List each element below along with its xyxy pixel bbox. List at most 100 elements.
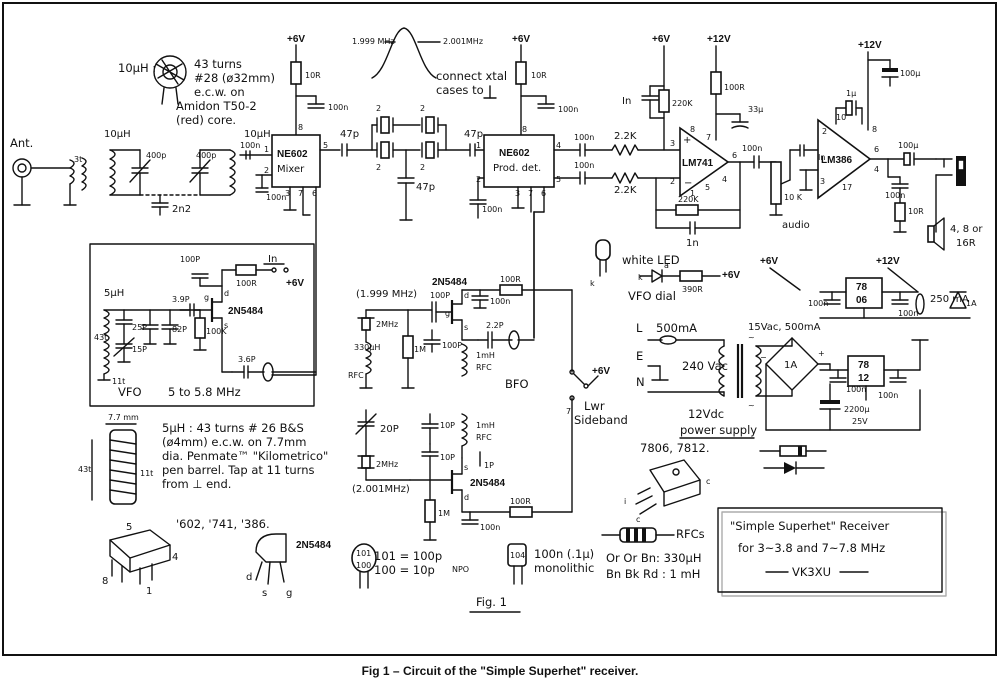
ic-package-sketch: 5 8 1 4 '602, '741, '386. xyxy=(102,517,270,597)
svg-text:3: 3 xyxy=(670,139,675,148)
svg-text:101 = 100p: 101 = 100p xyxy=(374,549,442,563)
svg-text:12Vdc: 12Vdc xyxy=(688,407,724,421)
svg-text:100n: 100n xyxy=(846,385,866,394)
svg-text:100n: 100n xyxy=(574,133,594,142)
svg-text:33µ: 33µ xyxy=(748,105,763,114)
svg-text:1mH: 1mH xyxy=(476,351,495,360)
svg-text:2: 2 xyxy=(376,104,381,113)
diagram-border xyxy=(2,2,997,656)
svg-text:250 mA: 250 mA xyxy=(930,294,969,305)
svg-text:"Simple Superhet" Receiver: "Simple Superhet" Receiver xyxy=(730,519,890,533)
svg-text:+6V: +6V xyxy=(652,34,670,45)
svg-text:1A: 1A xyxy=(784,360,797,371)
svg-text:RFC: RFC xyxy=(476,363,492,372)
svg-text:Ant.: Ant. xyxy=(10,136,33,150)
svg-text:7: 7 xyxy=(706,133,711,142)
svg-text:2: 2 xyxy=(376,163,381,172)
svg-text:RFC: RFC xyxy=(348,371,364,380)
svg-text:+6V: +6V xyxy=(512,34,530,45)
svg-text:400p: 400p xyxy=(146,151,166,160)
svg-text:12: 12 xyxy=(858,373,870,384)
svg-text:2n2: 2n2 xyxy=(172,204,191,215)
svg-text:2: 2 xyxy=(822,127,827,136)
svg-text:47p: 47p xyxy=(340,129,359,140)
crystal-filter: 47p 2 2 47p 2 2 47p xyxy=(319,27,507,221)
svg-text:100n: 100n xyxy=(878,391,898,400)
product-detector-ic: +6V 10R 100n NE602 Prod. det. 1 2 4 5 3 … xyxy=(469,34,578,339)
svg-text:3.6P: 3.6P xyxy=(238,355,256,364)
svg-text:(ø4mm) e.c.w. on 7.7mm: (ø4mm) e.c.w. on 7.7mm xyxy=(162,435,306,449)
svg-text:VK3XU: VK3XU xyxy=(792,565,831,579)
svg-text:2N5484: 2N5484 xyxy=(432,277,467,288)
svg-text:100R: 100R xyxy=(236,279,257,288)
svg-text:2200µ: 2200µ xyxy=(844,405,869,414)
svg-text:4: 4 xyxy=(874,165,879,174)
opamp-stage: 100n 2.2K 100n 2.2K LM741 3 2 + − 8 1 5 … xyxy=(553,34,763,249)
svg-text:11t: 11t xyxy=(140,469,153,478)
power-supply: +6V +12V 78 06 100n 100n 250 mA 1A 78 12 xyxy=(636,256,977,475)
svg-text:5: 5 xyxy=(705,183,710,192)
svg-text:100n: 100n xyxy=(574,161,594,170)
svg-text:+12V: +12V xyxy=(858,40,882,51)
svg-text:100 = 10p: 100 = 10p xyxy=(374,563,435,577)
svg-text:06: 06 xyxy=(856,295,868,306)
svg-text:100n: 100n xyxy=(885,191,905,200)
svg-text:d: d xyxy=(464,493,469,502)
svg-text:In: In xyxy=(818,153,825,162)
svg-text:1M: 1M xyxy=(438,509,450,518)
svg-text:d: d xyxy=(246,572,252,583)
svg-text:15Vac, 500mA: 15Vac, 500mA xyxy=(748,322,821,333)
svg-text:(2.001MHz): (2.001MHz) xyxy=(352,484,410,495)
svg-text:100µ: 100µ xyxy=(900,69,920,78)
svg-text:(1.999 MHz): (1.999 MHz) xyxy=(356,289,417,300)
svg-text:100n: 100n xyxy=(808,299,828,308)
svg-text:100n: 100n xyxy=(266,193,286,202)
svg-text:g: g xyxy=(286,588,292,599)
svg-text:3t: 3t xyxy=(74,155,82,164)
svg-text:11t: 11t xyxy=(112,377,125,386)
svg-text:10P: 10P xyxy=(440,453,455,462)
svg-text:100µ: 100µ xyxy=(898,141,918,150)
svg-text:1mH: 1mH xyxy=(476,421,495,430)
svg-text:100n: 100n xyxy=(482,205,502,214)
svg-text:100: 100 xyxy=(356,561,371,570)
svg-text:5µH: 5µH xyxy=(104,288,124,299)
svg-text:100n: 100n xyxy=(898,309,918,318)
svg-text:+6V: +6V xyxy=(760,256,778,267)
svg-text:100n: 100n xyxy=(480,523,500,532)
svg-text:for 3~3.8 and 7~7.8 MHz: for 3~3.8 and 7~7.8 MHz xyxy=(738,541,885,555)
svg-text:10µH :: 10µH : xyxy=(118,61,156,75)
svg-text:25V: 25V xyxy=(852,417,868,426)
input-bandpass: 10µH 400p 2n2 10µH 400p 100n 100n xyxy=(104,129,286,216)
svg-text:330µH: 330µH xyxy=(354,343,380,352)
circuit-schematic: Ant. 3t 10µH 400p 2n2 10µH xyxy=(2,2,997,656)
svg-text:10R: 10R xyxy=(531,71,547,80)
svg-text:1: 1 xyxy=(146,586,152,597)
svg-text:d: d xyxy=(224,289,229,298)
svg-text:10 K: 10 K xyxy=(784,193,803,202)
svg-text:2N5484: 2N5484 xyxy=(470,478,505,489)
svg-text:6: 6 xyxy=(312,189,317,198)
svg-text:2MHz: 2MHz xyxy=(376,460,398,469)
svg-text:4, 8 or: 4, 8 or xyxy=(950,224,983,235)
svg-text:43 turns: 43 turns xyxy=(194,57,242,71)
audio-amplifier: LM386 2 3 17 6 4 8 In 1µ 10 +12V 100µ 10… xyxy=(799,40,983,251)
svg-text:2.2K: 2.2K xyxy=(614,131,637,142)
svg-text:NE602: NE602 xyxy=(499,148,530,159)
svg-text:1n: 1n xyxy=(686,238,699,249)
svg-text:#28 (ø32mm): #28 (ø32mm) xyxy=(194,71,275,85)
svg-text:c: c xyxy=(636,515,640,524)
svg-text:1.999 MHz: 1.999 MHz xyxy=(352,37,395,46)
svg-text:78: 78 xyxy=(858,360,870,371)
svg-text:Or Or Bn: 330µH: Or Or Bn: 330µH xyxy=(606,551,702,565)
svg-text:dia. Penmate™ "Kilometrico": dia. Penmate™ "Kilometrico" xyxy=(162,449,328,463)
svg-text:8: 8 xyxy=(690,125,695,134)
svg-text:43t: 43t xyxy=(94,333,107,342)
svg-text:L: L xyxy=(636,321,643,335)
regulator-sketch: 7806, 7812. i c c xyxy=(624,441,710,524)
svg-text:1P: 1P xyxy=(484,461,494,470)
svg-text:100n: 100n xyxy=(742,144,762,153)
svg-text:101: 101 xyxy=(356,549,371,558)
svg-text:10µH: 10µH xyxy=(104,129,131,140)
svg-text:2: 2 xyxy=(420,104,425,113)
